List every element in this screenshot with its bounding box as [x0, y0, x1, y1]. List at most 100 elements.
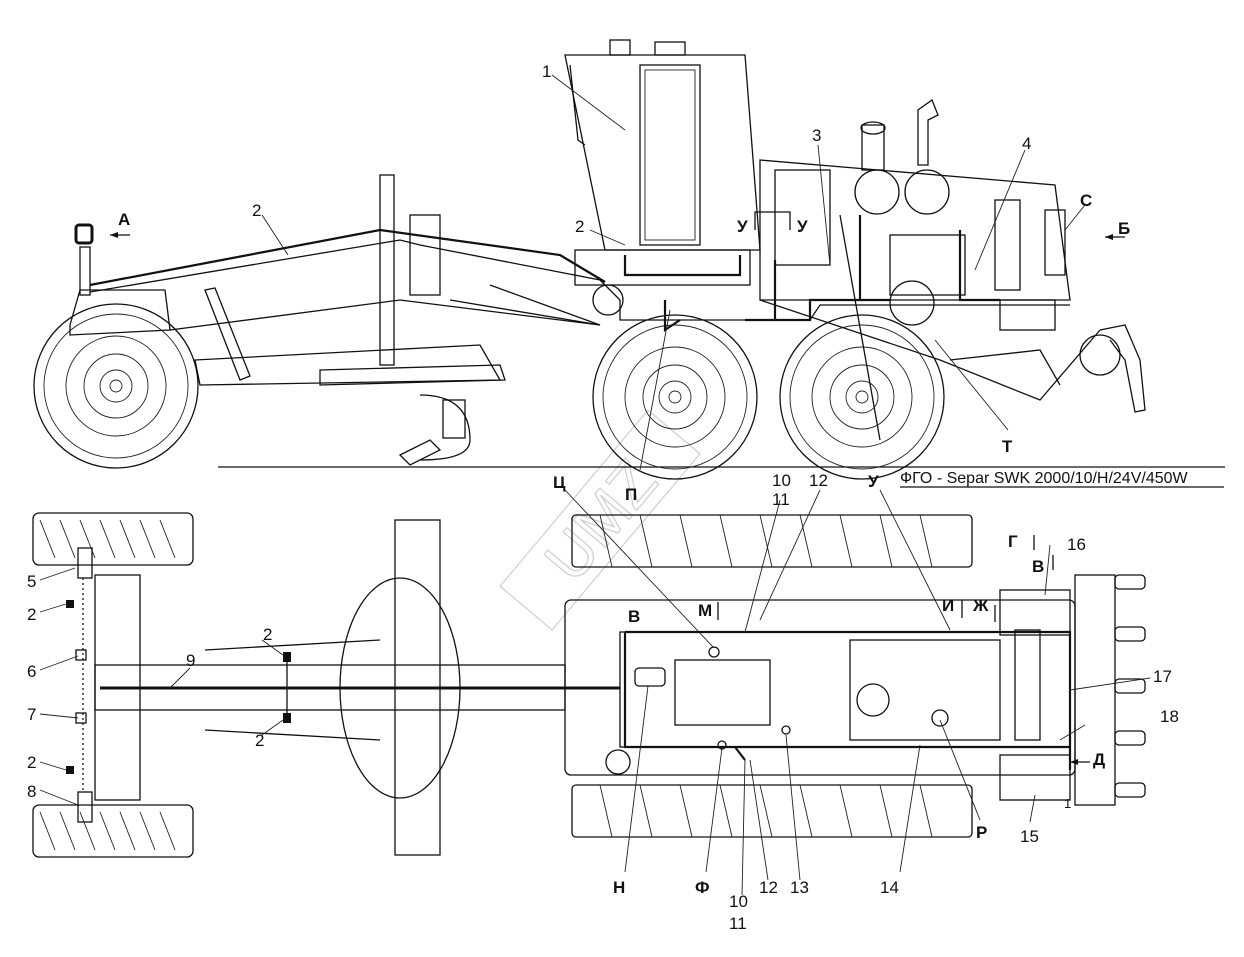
label-t: Т [1002, 437, 1013, 456]
rear-tread-top [599, 514, 933, 568]
front-wire [89, 228, 606, 287]
lift-cylinder [379, 174, 395, 366]
tandem-pivot [592, 284, 624, 316]
leader-2-left-a [39, 603, 67, 613]
leader-p [639, 309, 671, 471]
leader-3 [817, 144, 831, 266]
ripper-tooth-5 [1114, 782, 1146, 798]
front-lamp [74, 223, 94, 245]
engine-block [889, 234, 966, 296]
cab-wire [623, 255, 742, 277]
label-i: И [942, 596, 954, 615]
leader-12-top [759, 489, 821, 621]
rear-frame [759, 299, 1101, 401]
main-beam-top [89, 239, 621, 301]
lamp-8 [77, 791, 93, 823]
leader-14 [899, 744, 921, 873]
label-ts: Ц [553, 473, 566, 492]
label-d: Д [1093, 750, 1105, 769]
ripper-mount [442, 399, 466, 439]
label-u1-right: У [797, 217, 808, 236]
watermark: UMZ [499, 409, 701, 631]
leader-u-top [879, 489, 951, 631]
leader-h [624, 685, 649, 873]
rear-tread-bottom [599, 784, 933, 838]
label-2-left-b: 2 [27, 753, 36, 772]
label-17: 17 [1153, 667, 1172, 686]
label-4: 4 [1022, 134, 1031, 153]
rear-ripper [1099, 324, 1146, 413]
intake-cap [860, 121, 886, 135]
connector-2b [66, 766, 74, 774]
control-block [409, 214, 441, 296]
leader-15 [1029, 794, 1036, 823]
battery-16 [999, 589, 1071, 636]
front-tread-top [39, 519, 176, 559]
leader-16 [1044, 544, 1051, 596]
connector-13 [781, 725, 791, 735]
connector-2d [283, 713, 291, 723]
label-13: 13 [790, 878, 809, 897]
label-2-mid-b: 2 [255, 731, 264, 750]
radiator-top [1014, 629, 1041, 741]
leader-7 [39, 713, 79, 719]
leader-18 [1059, 724, 1086, 741]
turn-circle [339, 577, 461, 799]
arrow-a-head [110, 232, 118, 238]
filter-caption: ФГО - Separ SWK 2000/10/H/24V/450W [900, 470, 1189, 487]
rear-wheel-2 [779, 314, 945, 480]
connector-ts [708, 646, 720, 658]
side-view: 1 2 2 3 4 А Б С У У Т П У ФГО - Separ SW… [33, 39, 1225, 504]
engine-hood [759, 159, 1071, 301]
highlight-circle [889, 280, 935, 326]
cab-door [639, 64, 701, 246]
front-tyre-bottom [32, 804, 194, 858]
front-tread-bottom [39, 811, 176, 851]
label-12-top: 12 [809, 471, 828, 490]
label-9: 9 [186, 651, 195, 670]
ripper-tooth-1 [1114, 574, 1146, 590]
rear-wire [958, 230, 1000, 302]
blade-lower [319, 364, 506, 386]
rear-roller [1079, 334, 1121, 376]
cab-deck [574, 249, 751, 286]
sensor-r [931, 709, 949, 727]
rear-tyre-bottom [571, 784, 973, 838]
main-beam-bottom [169, 299, 601, 331]
leader-r [939, 719, 981, 821]
intake-pipe [861, 124, 885, 171]
leader-2a [261, 214, 289, 256]
leader-t [934, 339, 1009, 431]
draw-bar-upper [204, 639, 381, 651]
ripper-tooth [398, 439, 442, 466]
battery-15 [999, 754, 1071, 801]
label-u1-left: У [737, 217, 748, 236]
ripper-beam-top [1074, 574, 1116, 806]
beacon [609, 39, 631, 56]
label-8: 8 [27, 782, 36, 801]
rear-wheel-1 [592, 314, 758, 480]
tandem-wire [663, 300, 681, 333]
label-2-mid-a: 2 [263, 625, 272, 644]
label-v: В [628, 607, 640, 626]
connector-2c [283, 652, 291, 662]
section-u1 [754, 211, 791, 230]
leader-1 [551, 74, 626, 131]
front-tyre-top [32, 512, 194, 566]
lamp-5 [77, 547, 93, 579]
air-cleaner-top [856, 683, 890, 717]
side-link [449, 299, 601, 326]
leader-10-top [744, 499, 781, 633]
engine-top [849, 639, 1001, 741]
leader-c [1064, 204, 1086, 231]
top-view: 5 2 6 7 2 8 9 2 2 Ц 10 11 12 В М И Ж Г В… [27, 471, 1179, 933]
label-p: П [625, 485, 637, 504]
label-c: С [1080, 191, 1092, 210]
cab-outline [564, 54, 761, 251]
front-lamp-post [79, 246, 91, 296]
label-zh: Ж [972, 596, 989, 615]
leader-8 [39, 789, 79, 806]
label-3: 3 [812, 126, 821, 145]
leader-2-mid-b [261, 719, 284, 736]
